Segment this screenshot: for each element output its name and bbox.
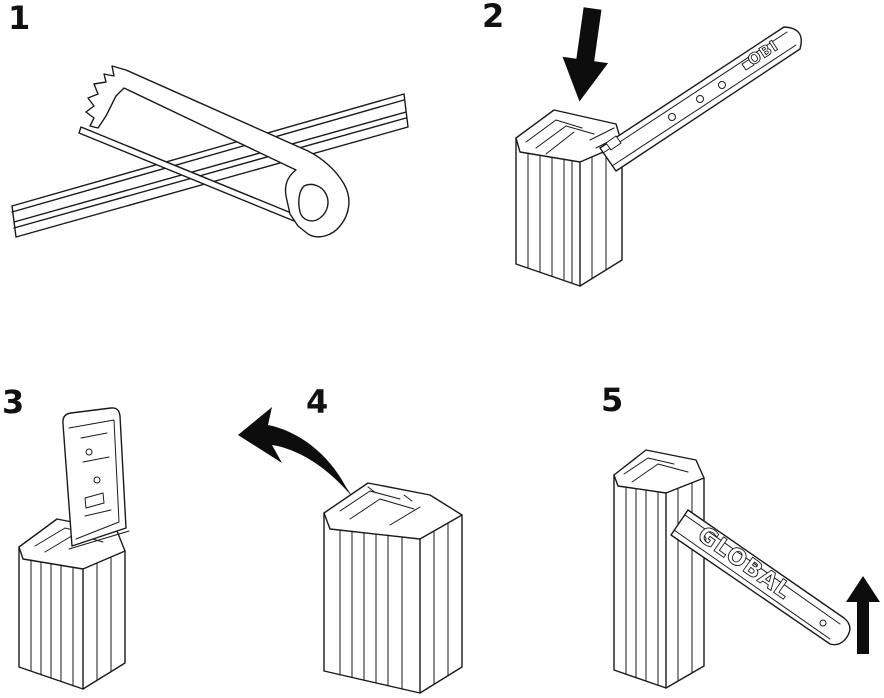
- strip-hem-lines: [602, 31, 797, 167]
- profile-post: [323, 482, 463, 694]
- cover-strip: OBI: [599, 26, 802, 172]
- slot-edge: [68, 530, 130, 550]
- step-3-number: 3: [2, 383, 25, 421]
- profile-top-edges: [18, 546, 126, 570]
- strip-hole: [668, 113, 676, 121]
- ridge-lines: [339, 522, 449, 690]
- profile-top-edges: [323, 512, 463, 540]
- profile-body: [613, 449, 705, 689]
- strip-latch: [84, 492, 105, 509]
- step-2-number: 2: [482, 0, 505, 35]
- step-5-illustration: GLOBAL: [613, 449, 880, 689]
- hacksaw-grip-hole: [298, 183, 329, 222]
- strip-hatch-lines: [80, 432, 112, 517]
- step-4-number: 4: [306, 383, 329, 421]
- ridge-lines: [625, 482, 693, 686]
- ridge-lines: [30, 556, 112, 687]
- step-1-illustration: [11, 65, 409, 238]
- insert-clip: [605, 135, 622, 151]
- down-arrow-icon: [562, 7, 609, 102]
- profile-post: [613, 449, 705, 689]
- strip-inner-border: [68, 419, 120, 540]
- profile-post: [515, 109, 623, 287]
- step-4-illustration: [238, 407, 463, 694]
- profile-body: [515, 109, 623, 287]
- strip-screw: [85, 448, 93, 456]
- strip-hole: [699, 535, 707, 543]
- profile-top-edges: [613, 474, 705, 494]
- top-face-details: [339, 486, 421, 526]
- profile-top-edges: [515, 137, 623, 163]
- hacksaw-icon: [78, 65, 350, 238]
- strip-hole: [718, 81, 726, 89]
- step-2-illustration: OBI: [515, 7, 802, 287]
- profile-body: [18, 518, 126, 690]
- strip-screw: [93, 476, 101, 484]
- profile-post: [18, 518, 126, 690]
- ridge-lines: [527, 150, 607, 284]
- strip-body: [670, 509, 851, 646]
- strip-hem-lines: [673, 514, 841, 640]
- strip-clip: [741, 58, 755, 71]
- up-arrow-icon: [846, 576, 880, 654]
- strip-brand-text: GLOBAL: [693, 522, 797, 605]
- hacksaw-frame: [85, 65, 350, 238]
- top-face-details: [623, 457, 689, 483]
- step-3-illustration: [18, 407, 130, 690]
- strip-hole: [819, 619, 827, 627]
- step-1-number: 1: [8, 0, 31, 37]
- step-5-number: 5: [601, 381, 624, 419]
- curved-arrow-icon: [238, 407, 354, 499]
- profile-body: [323, 482, 463, 694]
- strip-body: [62, 407, 127, 547]
- top-face-details: [525, 119, 621, 155]
- strip-hole: [696, 95, 704, 103]
- inserted-strip: [62, 407, 127, 547]
